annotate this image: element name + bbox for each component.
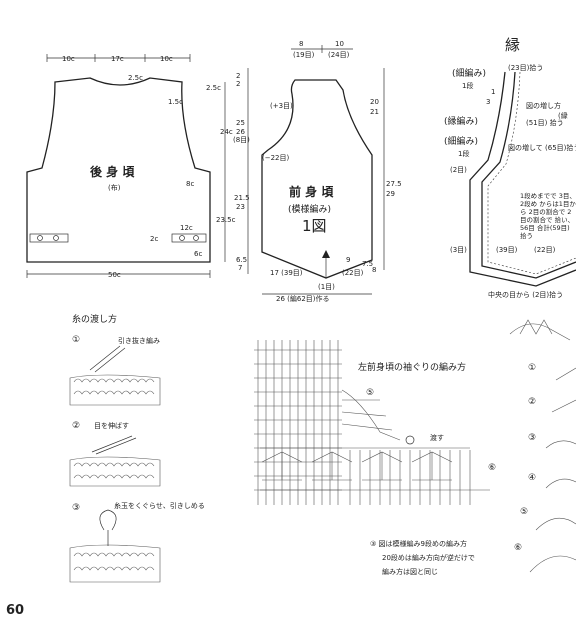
chart-marker6: ⑥ [488,463,496,473]
back-top-width-right: 10c [160,55,173,63]
edge-r1: 1 [491,88,495,96]
front-body-sub: (模様編み) [288,203,331,215]
yarn-step3-note: 糸玉をくぐらせ、引きしめる [114,501,205,510]
front-top-b: 10 [335,40,344,48]
front-r29: 29 [386,190,395,198]
right-step-4: ④ [528,473,536,483]
edge-r39: (39目) [496,246,518,254]
edge-note3: 図の増して (65目)拾う [508,143,576,152]
edge-right-cut: (縁 [558,111,568,120]
front-one-stitch: (1目) [318,283,335,291]
edge-label1b: 1段 [462,81,473,90]
front-body-outline [261,79,373,279]
front-dim-b: 25 [236,119,245,127]
back-body-sub: (布) [108,183,121,192]
yarn-step2: ② [72,421,80,431]
front-top-a: 8 [299,40,303,48]
front-fig-label: 1図 [302,217,327,235]
edge-note4: 1段めまでで 3目、2段め からは1目から 2目の割合で 2目の割合で 拾い、5… [520,192,576,240]
edge-r3b: (3目) [450,246,467,254]
edge-label2: (縁編み) [444,115,478,127]
back-neck-dip-label: 1.5c [168,98,183,106]
back-lower-height: 23.5c [216,216,236,224]
front-dim-b2: 26 [236,128,245,136]
front-r75: 7.5 [362,260,373,268]
page-number: 60 [6,603,24,618]
edge-bottom-note: 中央の目から (2目)拾う [488,290,563,299]
edge-outline-outer [469,71,576,287]
front-bottom-width: 26 (編62目)作る [276,294,330,303]
edge-label3b: 1段 [458,149,469,158]
front-minus22: (−22目) [262,154,290,162]
back-body-outline [26,77,211,263]
right-step-1: ① [528,363,536,373]
edge-r3: 3 [486,98,490,106]
edge-r23: (23目)拾う [508,63,543,72]
back-slit-c: 6c [194,250,202,258]
back-top-width-left: 10c [62,55,75,63]
yarn-passing-section: 糸の渡し方 ① 引き抜き編み ② 目を伸ばす ③ 糸玉をくぐらせ、引きしめる [69,313,205,583]
back-top-width-center: 17c [111,55,124,63]
front-top-a-rows: (19目) [293,51,315,59]
chart-note-3: 編み方は図と同じ [382,567,438,576]
front-r8: 8 [372,266,376,274]
chart-marker5: ⑤ [366,388,374,398]
back-body-title: 後 身 頃 [90,164,135,179]
front-dim-d2: 7 [238,264,242,272]
right-step-6: ⑥ [514,543,522,553]
front-plus3: (+3目) [270,102,293,110]
front-r21: 21 [370,108,379,116]
chart-note-2: 20段めは編み方向が逆だけで [382,553,475,562]
front-top-b-rows: (24目) [328,51,350,59]
chart-note-1: ③ 図は模様編み9段めの編み方 [370,539,467,548]
back-slit-a: 2c [150,235,158,243]
front-dim-c: 21.5 [234,194,250,202]
back-body-diagram: 10c 17c 10c 2.5c 1.5c 8c 後 身 頃 (布) 2c 12… [26,54,236,279]
right-step-2: ② [528,397,536,407]
front-r20: 20 [370,98,379,106]
edge-r2: (2目) [450,166,467,174]
edge-label1: (細編み) [452,67,486,79]
front-dim-c2: 23 [236,203,245,211]
back-shoulder-label: 2.5c [128,74,143,82]
front-right-bottom: (22目) [342,269,364,277]
chart-title: 左前身頃の袖ぐりの編み方 [358,361,466,373]
edge-diagram: 縁 (細編み) 1段 (23目)拾う 1 3 (縁編み) (細編み) 1段 図の… [444,36,576,299]
edge-label3: (細編み) [444,135,478,147]
yarn-step1: ① [72,335,80,345]
front-dim-b3: (8目) [233,136,250,144]
back-bottom-width: 50c [108,271,121,279]
front-left-bottom: 17 (39目) [270,269,303,277]
yarn-step3: ③ [72,503,80,513]
edge-note1: 図の増し方 [526,101,561,110]
front-body-diagram: 8 (19目) 10 (24目) 2 2 25 26 (8目) 21.5 23 … [233,40,402,303]
yarn-step2-note: 目を伸ばす [94,421,129,430]
right-steps: ① ② ③ ④ ⑤ ⑥ [509,319,576,573]
front-dim-a: 2 [236,72,240,80]
back-height: 24c [220,128,233,136]
right-step-5: ⑤ [520,507,528,517]
edge-title: 縁 [505,36,520,54]
back-armhole-depth: 2.5c [206,84,221,92]
edge-outline-inner [481,71,576,279]
back-slit-b: 12c [180,224,193,232]
front-r27: 27.5 [386,180,402,188]
front-dim-a2: 2 [236,80,240,88]
right-step-3: ③ [528,433,536,443]
front-dim-d: 6.5 [236,256,247,264]
front-r9: 9 [346,256,350,264]
crochet-chart: 左前身頃の袖ぐりの編み方 ⑤ ⑥ 渡す ③ 図は模様編み9段めの編み方 20段め… [254,340,496,576]
yarn-step1-note: 引き抜き編み [118,336,160,345]
edge-note2: (51目) 拾う [526,118,564,127]
back-armhole-label: 8c [186,180,194,188]
chart-stitch-grid [254,340,490,505]
edge-r22: (22目) [534,246,556,254]
yarn-title: 糸の渡し方 [72,313,117,325]
chart-label-cut: 渡す [430,433,444,442]
front-body-title: 前 身 頃 [289,184,334,199]
